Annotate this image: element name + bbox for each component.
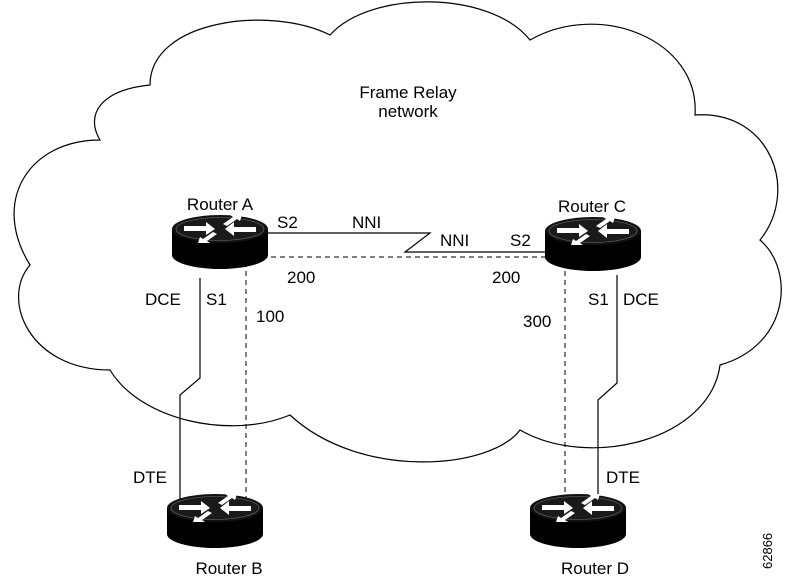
nni-right-label: NNI	[440, 231, 469, 250]
router-c-icon	[544, 216, 642, 272]
router-d-label: Router D	[561, 559, 629, 578]
router-c-label: Router C	[558, 197, 626, 216]
dlci-a-to-c-label: 200	[287, 268, 315, 287]
link-router-a-to-router-b	[179, 278, 201, 505]
link-router-c-to-router-d	[597, 275, 618, 505]
router-a-s2-label: S2	[277, 213, 298, 232]
router-c-dce-label: DCE	[623, 290, 659, 309]
router-b-icon	[166, 493, 264, 549]
dlci-a-to-b-label: 100	[256, 307, 284, 326]
network-title-line1: Frame Relay	[359, 83, 457, 102]
router-b-label: Router B	[195, 559, 262, 578]
dlci-c-to-d-label: 300	[523, 312, 551, 331]
router-d-dte-label: DTE	[606, 468, 640, 487]
router-c-s1-label: S1	[588, 290, 609, 309]
nni-link	[268, 232, 546, 253]
nni-left-label: NNI	[352, 213, 381, 232]
router-d-icon	[529, 493, 627, 549]
router-c-s2-label: S2	[510, 231, 531, 250]
router-a-label: Router A	[187, 195, 254, 214]
dlci-c-to-a-label: 200	[492, 268, 520, 287]
frame-relay-cloud	[13, 1, 782, 463]
figure-id-label: 62866	[760, 533, 775, 569]
network-title-line2: network	[378, 102, 438, 121]
router-a-s1-label: S1	[206, 290, 227, 309]
router-a-icon	[171, 214, 269, 270]
router-a-dce-label: DCE	[145, 290, 181, 309]
router-b-dte-label: DTE	[133, 468, 167, 487]
